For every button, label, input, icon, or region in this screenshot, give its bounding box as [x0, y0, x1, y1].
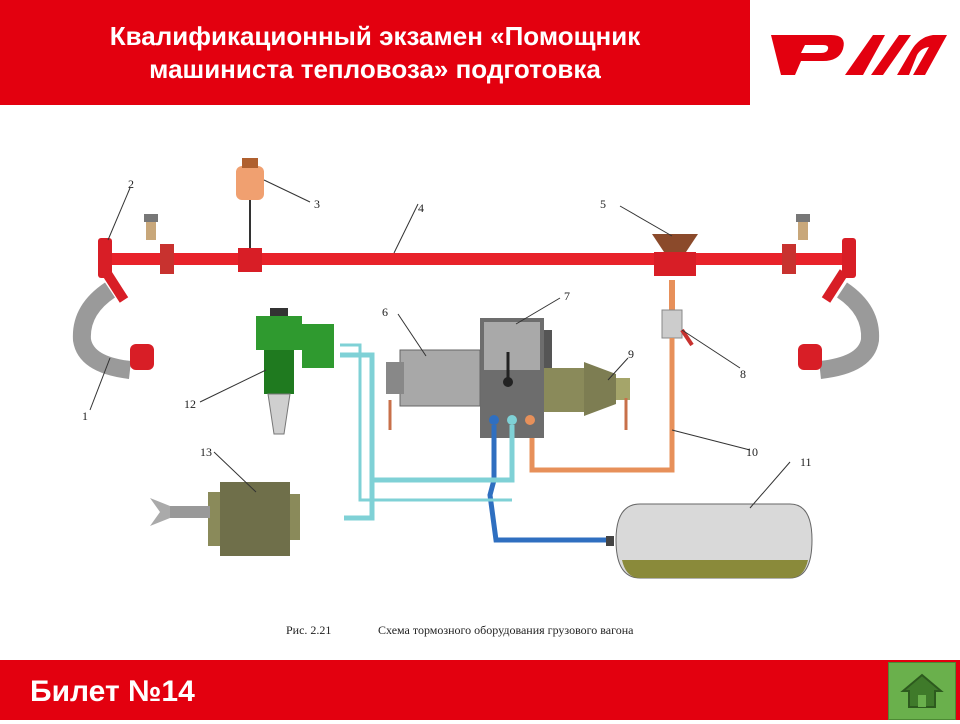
component-11	[606, 503, 813, 579]
label-7: 7	[564, 289, 570, 303]
rzd-logo	[752, 0, 960, 105]
header-bar: Квалификационный экзамен «Помощник машин…	[0, 0, 750, 105]
component-3	[236, 158, 264, 272]
right-end-assembly	[782, 214, 880, 379]
figure-caption-prefix: Рис. 2.21	[286, 623, 331, 637]
label-1: 1	[82, 409, 88, 423]
label-9: 9	[628, 347, 634, 361]
label-10: 10	[746, 445, 758, 459]
left-end-assembly	[72, 214, 174, 379]
component-12	[256, 308, 334, 435]
diagram-svg: 1 2 3 4 5 6 7 8 9 10 11 12 13 Рис. 2.21 …	[72, 158, 880, 637]
brake-equipment-diagram: 1 2 3 4 5 6 7 8 9 10 11 12 13 Рис. 2.21 …	[60, 140, 910, 650]
port-blue	[489, 415, 499, 425]
title-line-2: машиниста тепловоза» подготовка	[149, 53, 601, 84]
rzd-logo-icon	[771, 34, 947, 75]
home-icon	[900, 673, 944, 708]
label-2: 2	[128, 177, 134, 191]
port-orange	[525, 415, 535, 425]
label-5: 5	[600, 197, 606, 211]
control-pipe	[340, 343, 512, 502]
reservoir-pipe	[487, 425, 606, 543]
feed-pipe-10	[529, 338, 675, 473]
port-cyan	[507, 415, 517, 425]
label-4: 4	[418, 201, 424, 215]
label-8: 8	[740, 367, 746, 381]
footer-bar: Билет №14	[0, 660, 960, 720]
title-line-1: Квалификационный экзамен «Помощник	[109, 20, 641, 51]
label-11: 11	[800, 455, 812, 469]
label-13: 13	[200, 445, 212, 459]
component-8	[661, 280, 694, 347]
component-13	[150, 482, 300, 556]
ticket-number: Билет №14	[30, 675, 195, 708]
component-9	[544, 362, 630, 430]
figure-caption: Схема тормозного оборудования грузового …	[378, 623, 634, 637]
label-3: 3	[314, 197, 320, 211]
component-6	[386, 349, 481, 430]
component-5	[652, 234, 698, 276]
label-6: 6	[382, 305, 388, 319]
main-brake-pipe	[100, 253, 855, 265]
page-title: Квалификационный экзамен «Помощник машин…	[110, 20, 640, 86]
label-12: 12	[184, 397, 196, 411]
cylinder-pipe-2	[344, 480, 375, 521]
leader-lines	[89, 179, 791, 509]
home-button[interactable]	[888, 662, 956, 720]
